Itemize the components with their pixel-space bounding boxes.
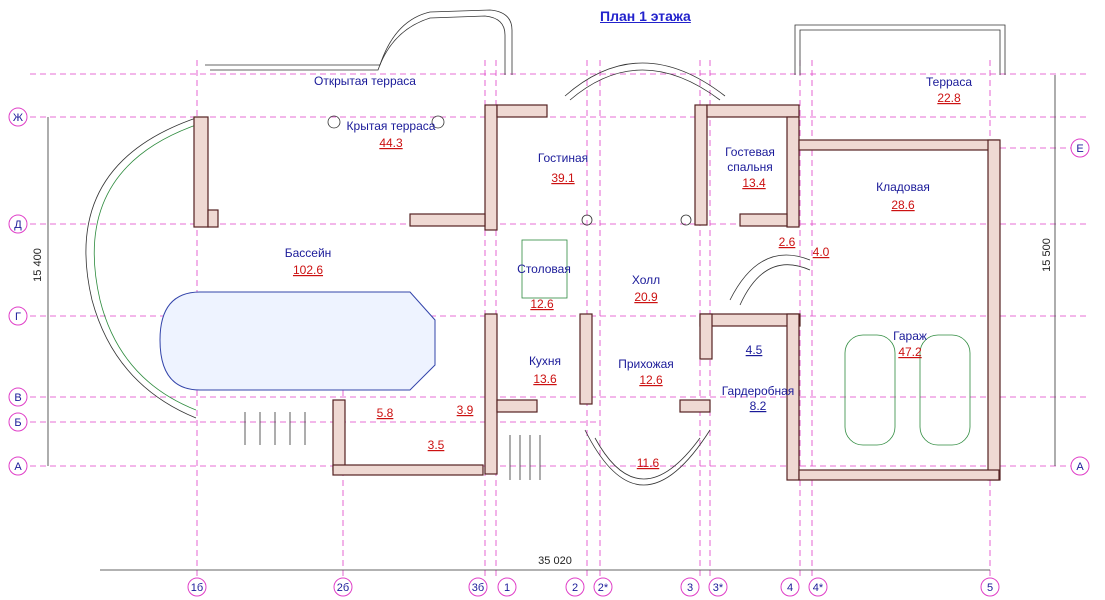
room-guest-bedroom-name-line2: спальня — [727, 160, 773, 174]
room-3-5-area: 3.5 — [428, 438, 445, 452]
room-terrace-name: Терраса — [926, 75, 972, 89]
axis-label: 3 — [687, 582, 693, 594]
axis-label: 3* — [713, 582, 724, 594]
axis-label: 1 — [504, 582, 510, 594]
room-kitchen-name: Кухня — [529, 354, 561, 368]
room-11-6-area: 11.6 — [637, 456, 660, 470]
room-storage-area: 28.6 — [891, 198, 915, 212]
axis-label: 2б — [337, 582, 349, 594]
axis-label: Е — [1076, 143, 1083, 155]
room-pool-name: Бассейн — [285, 246, 332, 260]
axis-label: А — [1076, 461, 1084, 473]
axis-label: 4* — [813, 582, 824, 594]
axis-label: Д — [14, 219, 22, 231]
room-dining-name: Столовая — [517, 262, 571, 276]
axis-label: 3б — [472, 582, 484, 594]
room-entry-area: 12.6 — [639, 373, 663, 387]
axis-label: Г — [15, 311, 21, 323]
axis-label: Б — [14, 417, 21, 429]
room-4-5-area: 4.5 — [746, 343, 763, 357]
axis-label: 2 — [572, 582, 578, 594]
room-open-terrace-name: Открытая терраса — [314, 74, 416, 88]
axis-label: 5 — [987, 582, 993, 594]
room-guest-bedroom-name-line1: Гостевая — [725, 145, 775, 159]
axis-left-markers: Ж Д Г В Б А — [8, 107, 28, 476]
axis-label: 1б — [191, 582, 203, 594]
room-living-area: 39.1 — [551, 171, 575, 185]
room-storage-name: Кладовая — [876, 180, 930, 194]
room-pool-area: 102.6 — [293, 263, 323, 277]
room-2-6-area: 2.6 — [779, 235, 796, 249]
room-living-name: Гостиная — [538, 151, 588, 165]
room-covered-terrace-area: 44.3 — [379, 136, 403, 150]
dimension-right-height: 15 500 — [1041, 238, 1053, 272]
axis-label: 2* — [598, 582, 609, 594]
room-guest-bedroom-area: 13.4 — [742, 176, 766, 190]
room-kitchen-area: 13.6 — [533, 372, 557, 386]
room-garage-name: Гараж — [893, 329, 927, 343]
room-terrace-area: 22.8 — [937, 91, 961, 105]
room-entry-name: Прихожая — [618, 357, 674, 371]
axis-bottom-markers: 1б 2б 3б 1 2 2* 3 3* 4 4* 5 — [187, 577, 1000, 597]
room-4-0-area: 4.0 — [813, 245, 830, 259]
room-wardrobe-name: Гардеробная — [722, 384, 795, 398]
dimension-width: 35 020 — [538, 555, 572, 567]
axis-right-markers: Е А — [1070, 138, 1090, 476]
room-5-8-area: 5.8 — [377, 406, 394, 420]
room-hall-name: Холл — [632, 273, 660, 287]
room-hall-area: 20.9 — [634, 290, 658, 304]
room-garage-area: 47.2 — [898, 345, 922, 359]
room-dining-area: 12.6 — [530, 297, 554, 311]
axis-label: В — [14, 392, 21, 404]
room-3-9-area: 3.9 — [457, 403, 474, 417]
plan-title: План 1 этажа — [600, 8, 691, 24]
axis-label: А — [14, 461, 22, 473]
axis-label: Ж — [13, 112, 23, 124]
room-wardrobe-area: 8.2 — [750, 399, 767, 413]
axis-label: 4 — [787, 582, 793, 594]
room-covered-terrace-name: Крытая терраса — [347, 119, 436, 133]
dimension-left-height: 15 400 — [32, 248, 44, 282]
